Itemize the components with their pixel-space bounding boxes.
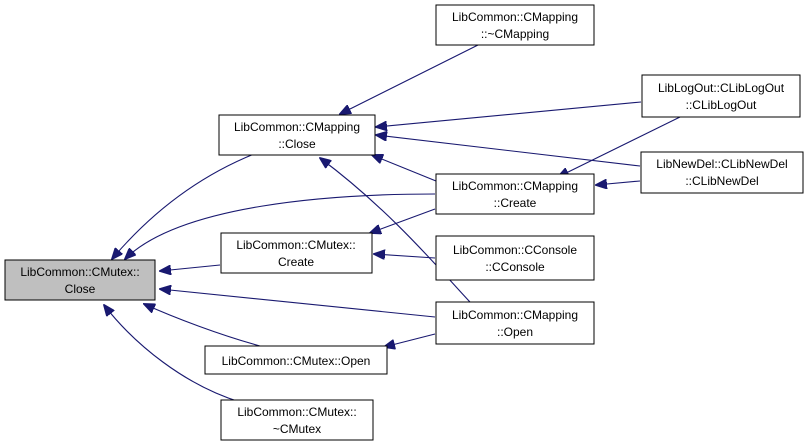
- node-mutex-dtor[interactable]: LibCommon::CMutex:: ~CMutex: [220, 399, 374, 441]
- node-mutex-create-line2: Create: [278, 255, 314, 269]
- edge-mapping-open-to-mapping-close: [320, 158, 471, 303]
- node-mapping-create-line1: LibCommon::CMapping: [452, 179, 578, 193]
- node-mutex-create[interactable]: LibCommon::CMutex:: Create: [220, 232, 373, 274]
- node-mutex-dtor-line1: LibCommon::CMutex::: [237, 405, 356, 419]
- node-mapping-dtor[interactable]: LibCommon::CMapping ::~CMapping: [435, 4, 595, 46]
- node-liblogout-ctor-line2: ::CLibLogOut: [686, 98, 757, 112]
- edge-mapping-open-to-mutex-open: [384, 333, 436, 347]
- edge-libnewdel-to-mapping-close: [376, 135, 641, 167]
- node-mapping-close[interactable]: LibCommon::CMapping ::Close: [218, 114, 376, 156]
- node-mutex-dtor-line2: ~CMutex: [273, 422, 321, 436]
- edge-mapping-create-to-mapping-close: [372, 155, 437, 182]
- node-mapping-open-line2: ::Open: [497, 325, 533, 339]
- node-mutex-close-line1: LibCommon::CMutex::: [20, 265, 139, 279]
- node-liblogout-ctor[interactable]: LibLogOut::CLibLogOut ::CLibLogOut: [641, 74, 801, 118]
- node-mutex-close[interactable]: LibCommon::CMutex:: Close: [4, 259, 156, 301]
- node-liblogout-ctor-line1: LibLogOut::CLibLogOut: [658, 81, 785, 95]
- node-mapping-open-line1: LibCommon::CMapping: [452, 308, 578, 322]
- edge-libnewdel-to-mapping-create: [596, 181, 641, 185]
- edge-mutex-dtor-to-mutex-close: [104, 305, 241, 403]
- edge-liblogout-to-mapping-close: [376, 101, 642, 127]
- node-mapping-dtor-line1: LibCommon::CMapping: [452, 10, 578, 24]
- edge-mutex-open-to-mutex-close: [144, 304, 261, 347]
- edge-mapping-close-to-mutex-close: [112, 153, 255, 259]
- node-libnewdel-ctor-line2: ::CLibNewDel: [685, 174, 758, 188]
- node-mapping-close-line1: LibCommon::CMapping: [234, 120, 360, 134]
- edge-mapping-dtor-to-mapping-close: [340, 44, 479, 114]
- node-mapping-close-line2: ::Close: [278, 137, 316, 151]
- node-mapping-open[interactable]: LibCommon::CMapping ::Open: [435, 301, 595, 345]
- node-mutex-open-line1: LibCommon::CMutex::Open: [222, 354, 371, 368]
- node-mapping-create-line2: ::Create: [494, 196, 537, 210]
- node-console-ctor-line1: LibCommon::CConsole: [453, 243, 577, 257]
- node-mapping-dtor-line2: ::~CMapping: [481, 27, 549, 41]
- edge-mapping-create-to-mutex-create: [370, 208, 436, 233]
- node-console-ctor-line2: ::CConsole: [485, 260, 545, 274]
- edge-console-ctor-to-mutex-create: [374, 254, 436, 258]
- node-console-ctor[interactable]: LibCommon::CConsole ::CConsole: [435, 235, 595, 281]
- node-mutex-create-line1: LibCommon::CMutex::: [236, 238, 355, 252]
- edges: [104, 44, 681, 403]
- edge-mapping-open-to-mutex-close: [160, 289, 436, 318]
- node-libnewdel-ctor[interactable]: LibNewDel::CLibNewDel ::CLibNewDel: [640, 151, 804, 194]
- node-mutex-close-line2: Close: [65, 282, 96, 296]
- edge-mutex-create-to-mutex-close: [160, 264, 221, 271]
- node-mapping-create[interactable]: LibCommon::CMapping ::Create: [435, 173, 595, 215]
- node-mutex-open[interactable]: LibCommon::CMutex::Open: [204, 345, 388, 375]
- edge-mapping-create-to-mutex-close: [125, 193, 436, 259]
- node-libnewdel-ctor-line1: LibNewDel::CLibNewDel: [656, 157, 787, 171]
- edge-liblogout-to-mapping-create: [558, 116, 681, 177]
